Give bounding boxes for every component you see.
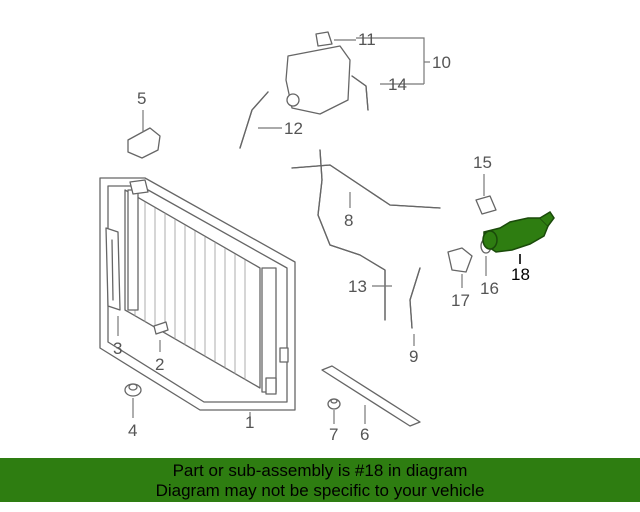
callout-8: 8	[344, 211, 353, 230]
outlet-gasket	[447, 247, 473, 273]
callout-3: 3	[113, 339, 122, 358]
parts-diagram: 1 2 3 4 5 6 7 8 9 10 11 12 13 14 15 16 1…	[99, 30, 555, 444]
banner-line-2: Diagram may not be specific to your vehi…	[155, 481, 485, 500]
callout-2: 2	[155, 355, 164, 374]
callout-16: 16	[480, 279, 499, 298]
callout-13: 13	[348, 277, 367, 296]
support-bracket	[127, 127, 161, 159]
callout-11: 11	[358, 30, 376, 49]
banner-line-1: Part or sub-assembly is #18 in diagram	[172, 461, 468, 480]
callout-12: 12	[284, 119, 303, 138]
info-banner: Part or sub-assembly is #18 in diagram D…	[0, 458, 640, 502]
leader-lines	[117, 37, 521, 424]
callout-7: 7	[329, 425, 338, 444]
callout-17: 17	[451, 291, 470, 310]
overflow-hose	[239, 91, 269, 149]
heater-hose	[291, 164, 441, 209]
bolt-part	[327, 398, 341, 410]
callout-4: 4	[128, 421, 137, 440]
radiator-cushion	[124, 383, 142, 397]
callout-1: 1	[245, 413, 254, 432]
side-seal	[105, 227, 121, 311]
callout-14: 14	[388, 75, 407, 94]
water-outlet-highlighted[interactable]	[482, 210, 555, 253]
coolant-reservoir	[285, 45, 351, 115]
radiator-assembly	[99, 177, 296, 411]
clip-part	[153, 321, 169, 335]
hose-fitting	[475, 195, 497, 215]
callout-9: 9	[409, 347, 418, 366]
callout-18: 18	[511, 265, 530, 284]
reservoir-cap	[315, 31, 333, 47]
callout-5: 5	[137, 89, 146, 108]
callout-6: 6	[360, 425, 369, 444]
callout-10: 10	[432, 53, 451, 72]
lower-seal	[321, 365, 421, 427]
callout-15: 15	[473, 153, 492, 172]
